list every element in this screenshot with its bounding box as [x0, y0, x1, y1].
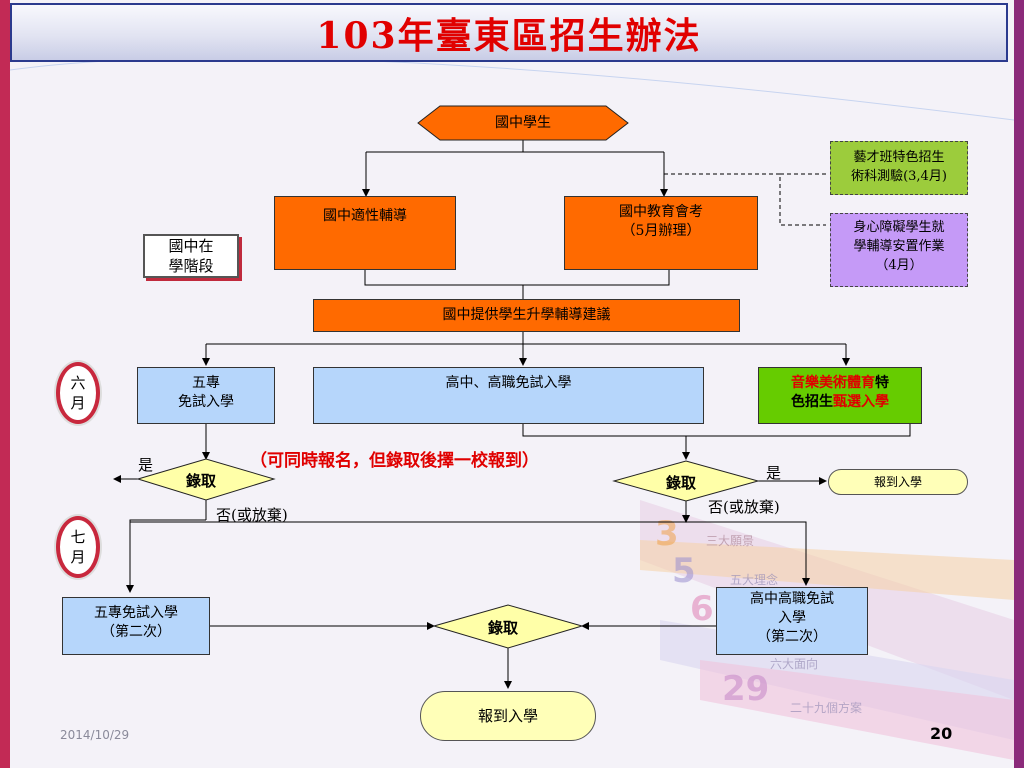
report-final-label: 報到入學	[477, 707, 538, 725]
five-year-second-round-box: 五專免試入學 （第二次）	[62, 597, 210, 655]
five-year-line2: 免試入學	[178, 394, 234, 410]
art-class-line2: 術科測驗(3,4月)	[851, 169, 947, 184]
july-line2: 月	[70, 548, 86, 566]
five-year-exam-free-box: 五專 免試入學	[137, 367, 275, 424]
no-left-label: 否(或放棄)	[216, 506, 288, 524]
special-part1: 音樂美術體育	[791, 375, 875, 391]
yes-right-label: 是	[766, 464, 782, 482]
page-title: 103年臺東區招生辦法	[316, 14, 702, 57]
education-exam-box: 國中教育會考 （5月辦理）	[564, 196, 758, 270]
art-class-box: 藝才班特色招生 術科測驗(3,4月)	[830, 141, 968, 195]
decision-right-shape	[612, 460, 760, 502]
bg-number-6: 6	[690, 589, 714, 629]
bg-label-programs: 二十九個方案	[790, 700, 862, 715]
special-part3: 色招生	[791, 394, 833, 410]
aptitude-guidance-label: 國中適性輔導	[323, 208, 407, 224]
decision-bottom-shape	[432, 604, 584, 649]
advice-label: 國中提供學生升學輔導建議	[442, 307, 611, 323]
disabled-line1: 身心障礙學生就	[853, 220, 945, 235]
five-year2-line2: （第二次）	[101, 624, 171, 640]
bg-label-vision: 三大願景	[706, 534, 754, 548]
admit-right-label: 錄取	[666, 474, 697, 492]
exam-label-line1: 國中教育會考	[619, 204, 703, 220]
high-school-second-round-box: 高中高職免試 入學 （第二次）	[716, 587, 868, 655]
june-line2: 月	[70, 394, 86, 412]
july-marker: 七 月	[56, 516, 100, 578]
title-bar: 103年臺東區招生辦法	[10, 3, 1008, 62]
exam-label-line2: （5月辦理）	[621, 223, 701, 239]
yes-left-label: 是	[138, 456, 154, 474]
high-school-label: 高中、高職免試入學	[445, 375, 572, 391]
bg-number-5: 5	[672, 551, 696, 591]
special-admission-box: 音樂美術體育特 色招生甄選入學	[758, 367, 922, 424]
disabled-placement-box: 身心障礙學生就 學輔導安置作業 （4月）	[830, 213, 968, 287]
june-marker: 六 月	[56, 362, 100, 424]
aptitude-guidance-box: 國中適性輔導	[274, 196, 456, 270]
no-right-label: 否(或放棄)	[708, 498, 780, 516]
hs2-line3: （第二次）	[757, 629, 827, 645]
five-year2-line1: 五專免試入學	[94, 605, 178, 621]
disabled-line2: 學輔導安置作業	[853, 239, 945, 254]
bg-number-3: 3	[655, 514, 679, 554]
special-part2: 特	[875, 375, 889, 391]
start-shape	[417, 105, 629, 141]
disabled-line3: （4月）	[875, 258, 923, 273]
page-number: 20	[930, 724, 953, 743]
hs2-line1: 高中高職免試	[750, 591, 834, 607]
start-node: 國中學生	[495, 115, 551, 131]
admit-left-label: 錄取	[186, 472, 217, 490]
report-small-label: 報到入學	[873, 475, 922, 489]
advice-box: 國中提供學生升學輔導建議	[313, 299, 740, 332]
special-part4: 甄選入學	[833, 394, 889, 410]
slide-date: 2014/10/29	[60, 728, 130, 742]
bg-number-29: 29	[722, 669, 769, 709]
bg-label-ideas: 五大理念	[730, 572, 778, 587]
dual-application-note: （可同時報名，但錄取後擇一校報到）	[250, 451, 539, 471]
decision-left-shape	[136, 458, 276, 501]
july-line1: 七	[70, 528, 86, 546]
report-enroll-final: 報到入學	[420, 691, 596, 741]
high-school-exam-free-box: 高中、高職免試入學	[313, 367, 704, 424]
junior-high-stage-label: 國中在 學階段	[143, 234, 239, 278]
stage-line2: 學階段	[168, 257, 214, 275]
admit-bottom-label: 錄取	[488, 619, 519, 637]
report-enroll-small: 報到入學	[828, 469, 968, 495]
stage-line1: 國中在	[168, 237, 214, 255]
art-class-line1: 藝才班特色招生	[853, 150, 945, 165]
five-year-line1: 五專	[192, 375, 220, 391]
june-line1: 六	[70, 374, 86, 392]
hs2-line2: 入學	[778, 610, 806, 626]
bg-label-aspects: 六大面向	[770, 656, 818, 671]
